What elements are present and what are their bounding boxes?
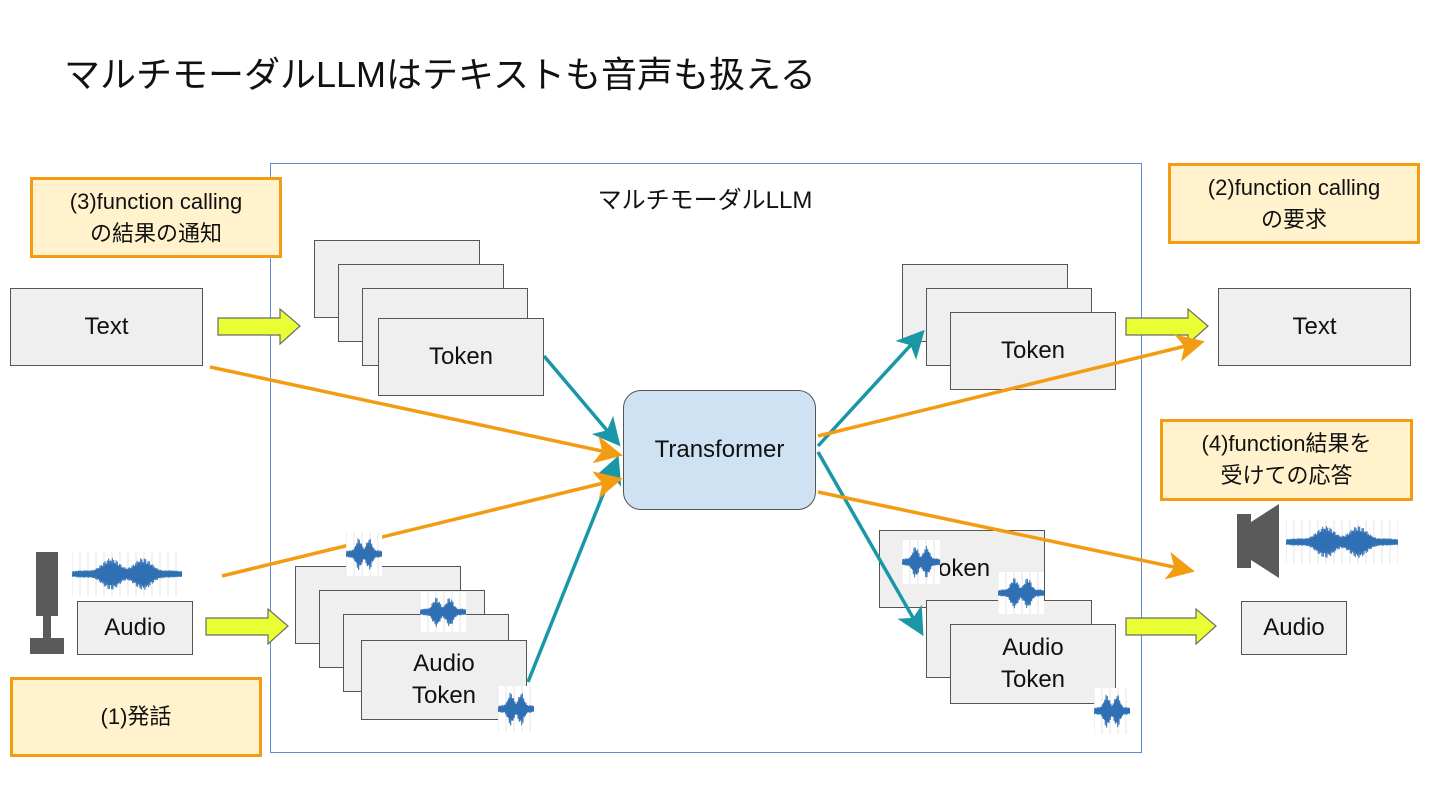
lime-arrow-input-audio: [205, 607, 289, 646]
note-response-line2: 受けての応答: [1220, 463, 1353, 488]
note-fc-request-line2: の要求: [1260, 206, 1327, 232]
input-audio-token-line2: Token: [411, 682, 477, 709]
input-audio-box: Audio: [77, 601, 193, 655]
output-audio-label: Audio: [1263, 613, 1325, 641]
output-token-card: Token: [950, 312, 1116, 390]
lime-arrow-output-text: [1125, 307, 1209, 346]
orange-arrow-transformer-to-audio: [817, 490, 1195, 580]
teal-arrow-transformer-to-token: [816, 329, 925, 448]
waveform-icon: [346, 532, 382, 576]
output-audio-box: Audio: [1241, 601, 1347, 655]
note-response: (4)function結果を受けての応答: [1160, 419, 1413, 501]
output-text-label: Text: [1292, 312, 1337, 340]
note-speech-label: (1)発話: [100, 704, 172, 730]
waveform-icon: [72, 552, 182, 596]
output-audio-token-line2: Token: [1000, 666, 1066, 693]
transformer-label: Transformer: [654, 436, 785, 463]
llm-label: マルチモーダルLLM: [597, 187, 813, 214]
waveform-icon: [498, 686, 534, 732]
output-text-box: Text: [1218, 288, 1411, 366]
teal-arrow-audio-token-to-transformer: [526, 455, 622, 683]
note-fc-request-line1: (2)function calling: [1207, 174, 1381, 200]
lime-arrow-input-text: [217, 307, 301, 346]
note-response-line1: (4)function結果を: [1201, 431, 1372, 457]
transformer-box: Transformer: [623, 390, 816, 510]
input-audio-label: Audio: [104, 613, 166, 641]
waveform-icon: [1286, 520, 1398, 564]
waveform-icon: [998, 572, 1044, 614]
llm-frame: [270, 163, 1142, 753]
note-fc-result-line2: の結果の通知: [89, 220, 222, 246]
waveform-icon: [902, 540, 940, 584]
input-token-label: Token: [428, 342, 494, 370]
lime-arrow-output-audio: [1125, 607, 1217, 646]
orange-arrow-text-to-transformer: [209, 365, 623, 464]
note-fc-result-line1: (3)function calling: [69, 188, 243, 214]
note-fc-request: (2)function calling の要求: [1168, 163, 1420, 244]
page-title: マルチモーダルLLMはテキストも音声も扱える: [64, 54, 816, 95]
input-text-label: Text: [84, 312, 129, 340]
speaker-icon: [1237, 504, 1279, 578]
input-text-box: Text: [10, 288, 203, 366]
orange-arrow-audio-to-transformer: [221, 471, 623, 578]
note-fc-result: (3)function calling の結果の通知: [30, 177, 282, 258]
output-audio-token-line1: Audio: [1002, 633, 1064, 661]
waveform-icon: [420, 592, 466, 632]
waveform-icon: [1094, 688, 1130, 734]
note-speech: (1)発話: [10, 677, 262, 757]
teal-arrow-token-to-transformer: [542, 354, 621, 447]
input-audio-token-line1: Audio: [413, 649, 475, 677]
microphone-icon: [30, 552, 64, 654]
input-token-card: Token: [378, 318, 544, 396]
teal-arrow-transformer-to-audio-token: [816, 451, 924, 637]
orange-arrow-transformer-to-text: [817, 334, 1205, 438]
output-token-label: Token: [1000, 336, 1066, 364]
